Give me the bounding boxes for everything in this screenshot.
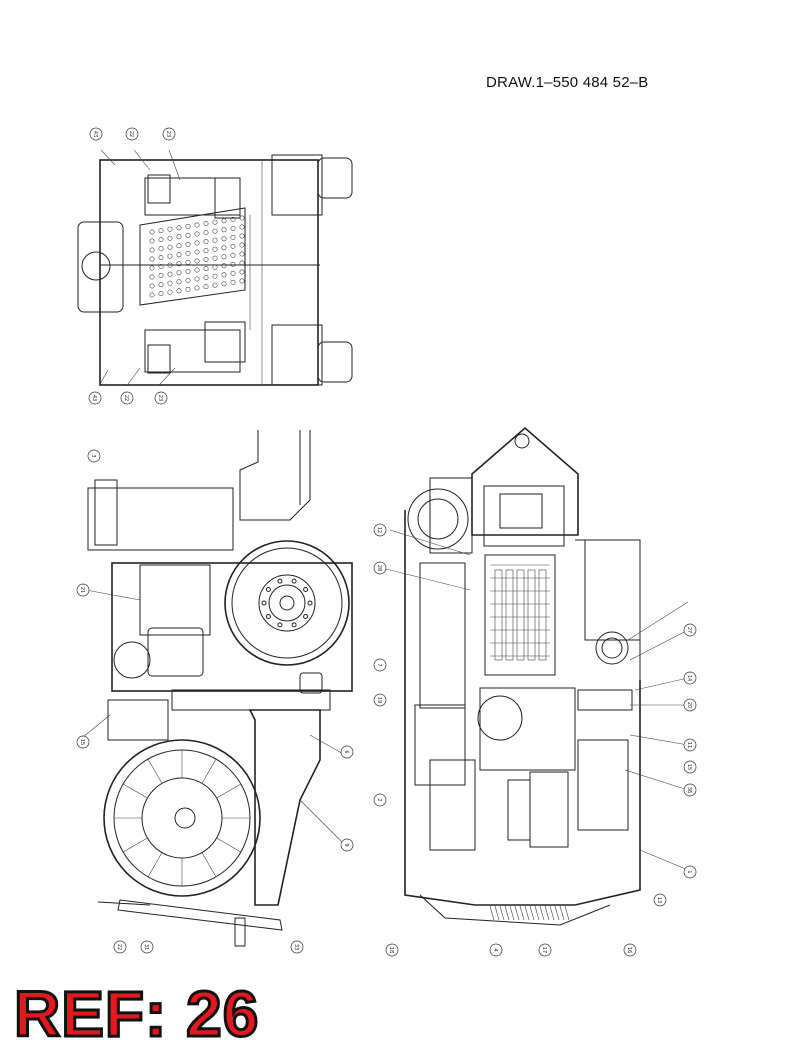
svg-text:43: 43 bbox=[91, 395, 97, 401]
svg-text:1: 1 bbox=[686, 870, 692, 873]
svg-text:6: 6 bbox=[343, 750, 349, 753]
svg-text:18: 18 bbox=[388, 947, 394, 953]
svg-text:33: 33 bbox=[293, 944, 299, 950]
svg-text:16: 16 bbox=[626, 947, 632, 953]
svg-text:22: 22 bbox=[116, 944, 122, 950]
drawing-number: DRAW.1–550 484 52–B bbox=[486, 74, 649, 91]
svg-text:19: 19 bbox=[376, 697, 382, 703]
svg-text:15: 15 bbox=[79, 739, 85, 745]
svg-text:22: 22 bbox=[128, 131, 134, 137]
svg-text:31: 31 bbox=[143, 944, 149, 950]
svg-text:22: 22 bbox=[123, 395, 129, 401]
svg-text:43: 43 bbox=[92, 131, 98, 137]
svg-text:4: 4 bbox=[492, 948, 498, 951]
front-view bbox=[404, 426, 641, 926]
svg-text:28: 28 bbox=[376, 565, 382, 571]
svg-text:27: 27 bbox=[686, 627, 692, 633]
svg-text:23: 23 bbox=[165, 131, 171, 137]
svg-text:36: 36 bbox=[686, 787, 692, 793]
svg-text:17: 17 bbox=[541, 947, 547, 953]
svg-text:7: 7 bbox=[376, 663, 382, 666]
svg-text:15: 15 bbox=[686, 764, 692, 770]
svg-text:13: 13 bbox=[656, 897, 662, 903]
svg-text:12: 12 bbox=[376, 527, 382, 533]
ref-label: REF: 26 bbox=[12, 978, 260, 1050]
leader-lines bbox=[82, 149, 689, 871]
side-view bbox=[87, 430, 353, 947]
svg-text:20: 20 bbox=[686, 702, 692, 708]
svg-text:9: 9 bbox=[343, 843, 349, 846]
svg-text:3: 3 bbox=[90, 454, 96, 457]
top-view bbox=[77, 154, 353, 386]
svg-text:2: 2 bbox=[376, 798, 382, 801]
svg-text:14: 14 bbox=[686, 675, 692, 681]
svg-text:23: 23 bbox=[157, 395, 163, 401]
svg-text:21: 21 bbox=[79, 587, 85, 593]
svg-text:11: 11 bbox=[686, 742, 692, 748]
